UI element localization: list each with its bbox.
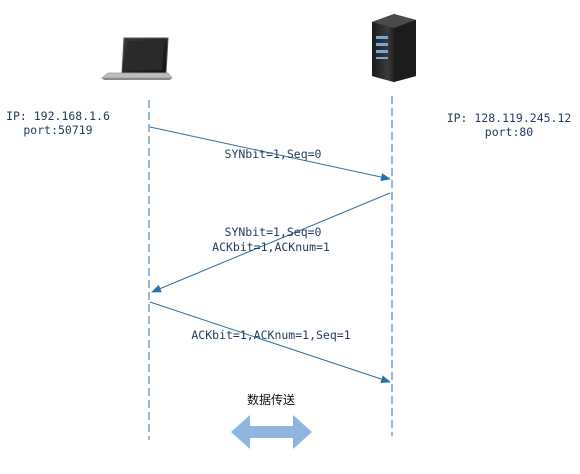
- client-port-label: port:50719: [23, 123, 92, 137]
- syn-ack-label-line1: SYNbit=1,Seq=0: [225, 225, 322, 239]
- data-transfer-label: 数据传送: [247, 392, 295, 407]
- syn-label: SYNbit=1,Seq=0: [225, 147, 322, 161]
- laptop-icon: [100, 37, 173, 80]
- double-arrow-icon: [231, 415, 312, 449]
- client-ip-label: IP: 192.168.1.6: [6, 109, 110, 123]
- server-icon: [372, 14, 416, 82]
- syn-ack-arrow: [151, 192, 391, 293]
- server-ip-label: IP: 128.119.245.12: [447, 111, 572, 125]
- syn-ack-label-line2: ACKbit=1,ACKnum=1: [212, 240, 330, 254]
- syn-arrow: [149, 126, 391, 182]
- ack-label: ACKbit=1,ACKnum=1,Seq=1: [191, 328, 350, 342]
- ack-arrow: [149, 301, 391, 383]
- server-port-label: port:80: [485, 125, 534, 139]
